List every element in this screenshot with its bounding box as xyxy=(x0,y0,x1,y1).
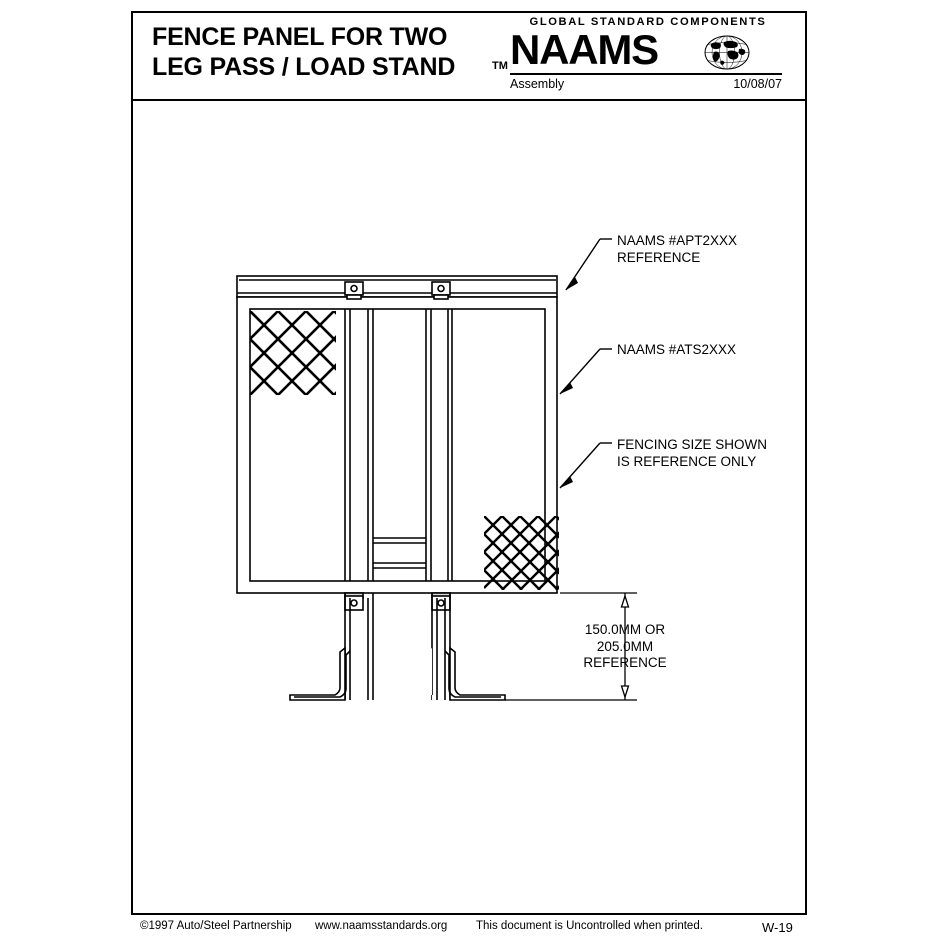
header-divider xyxy=(131,99,807,101)
naams-logo-block: GLOBAL STANDARD COMPONENTS NAAMS Assembl… xyxy=(508,16,786,94)
brand-tagline: GLOBAL STANDARD COMPONENTS xyxy=(529,16,767,28)
globe-icon xyxy=(704,35,750,70)
callout-apt-reference: NAAMS #APT2XXX REFERENCE xyxy=(617,233,738,265)
footer-website[interactable]: www.naamsstandards.org xyxy=(315,920,448,932)
brand-name: NAAMS xyxy=(510,26,659,73)
doc-type-label: Assembly xyxy=(510,77,565,91)
doc-date: 10/08/07 xyxy=(733,77,782,91)
footer-copyright: ©1997 Auto/Steel Partnership xyxy=(140,920,292,932)
trademark-symbol: TM xyxy=(492,60,508,72)
callout-fencing-note: FENCING SIZE SHOWN IS REFERENCE ONLY xyxy=(617,437,768,469)
page-title: FENCE PANEL FOR TWO LEG PASS / LOAD STAN… xyxy=(152,23,456,81)
callout-ats-reference: NAAMS #ATS2XXX xyxy=(617,342,737,357)
page-footer: ©1997 Auto/Steel Partnership www.naamsst… xyxy=(131,920,807,938)
footer-page-number: W-19 xyxy=(762,920,793,935)
dimension-label: 150.0MM OR 205.0MM REFERENCE xyxy=(583,622,667,670)
footer-uncontrolled-note: This document is Uncontrolled when print… xyxy=(476,920,703,932)
page-border xyxy=(131,11,807,915)
naams-underline xyxy=(510,73,782,75)
